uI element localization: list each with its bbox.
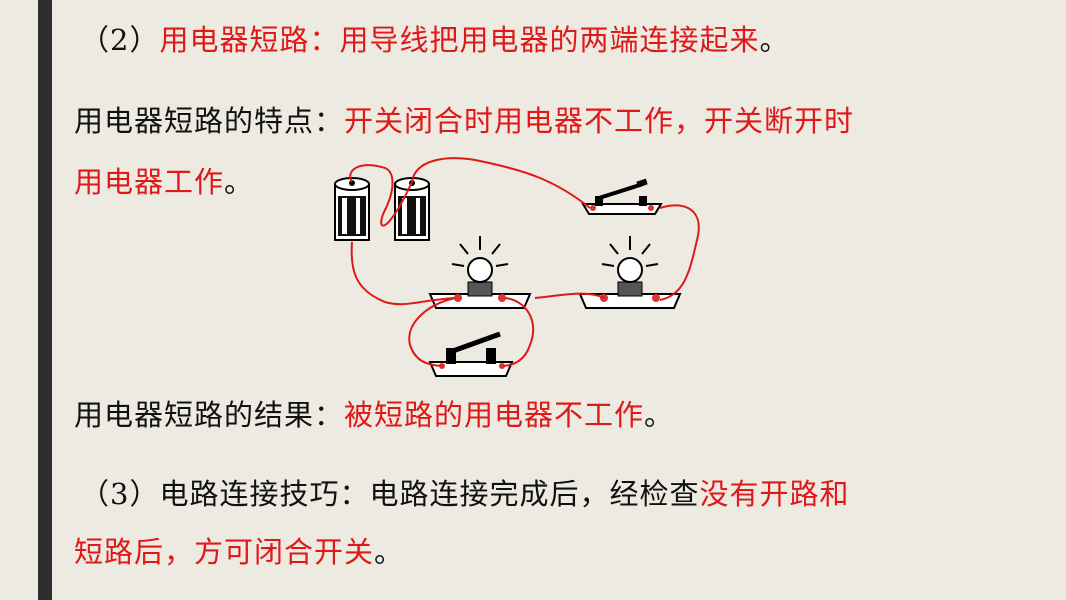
text-line-feature: 用电器短路的特点：开关闭合时用电器不工作，开关断开时 xyxy=(74,103,854,139)
battery-icon xyxy=(334,177,370,241)
text-line-technique: （3）电路连接技巧：电路连接完成后，经检查没有开路和 xyxy=(80,476,849,512)
left-accent-bar xyxy=(38,0,52,600)
text-line-feature-cont: 用电器工作。 xyxy=(74,164,254,200)
technique-text-cont: 短路后，方可闭合开关 xyxy=(74,535,375,569)
definition-text: 用电器短路：用导线把用电器的两端连接起来 xyxy=(159,23,760,57)
text-line-result: 用电器短路的结果：被短路的用电器不工作。 xyxy=(74,397,674,433)
text-line-technique-cont: 短路后，方可闭合开关。 xyxy=(74,534,404,570)
punctuation: 。 xyxy=(224,165,255,199)
result-text: 被短路的用电器不工作 xyxy=(344,398,645,432)
feature-text-cont: 用电器工作 xyxy=(74,165,225,199)
light-bulb-icon xyxy=(578,236,682,309)
wires xyxy=(349,157,700,367)
technique-text: 没有开路和 xyxy=(699,477,850,511)
light-bulb-icon xyxy=(428,236,532,309)
technique-label: （3）电路连接技巧：电路连接完成后，经检查 xyxy=(80,477,700,511)
result-label: 用电器短路的结果： xyxy=(74,398,345,432)
battery-icon xyxy=(394,177,430,241)
feature-text: 开关闭合时用电器不工作，开关断开时 xyxy=(344,104,855,138)
knife-switch-icon xyxy=(428,331,514,377)
punctuation: 。 xyxy=(759,23,790,57)
knife-switch-icon xyxy=(581,178,663,215)
feature-label: 用电器短路的特点： xyxy=(74,104,345,138)
punctuation: 。 xyxy=(644,398,675,432)
punctuation: 。 xyxy=(374,535,405,569)
section-number: （2） xyxy=(80,23,160,57)
circuit-diagram xyxy=(334,157,700,377)
text-line-device-short: （2）用电器短路：用导线把用电器的两端连接起来。 xyxy=(80,22,789,58)
